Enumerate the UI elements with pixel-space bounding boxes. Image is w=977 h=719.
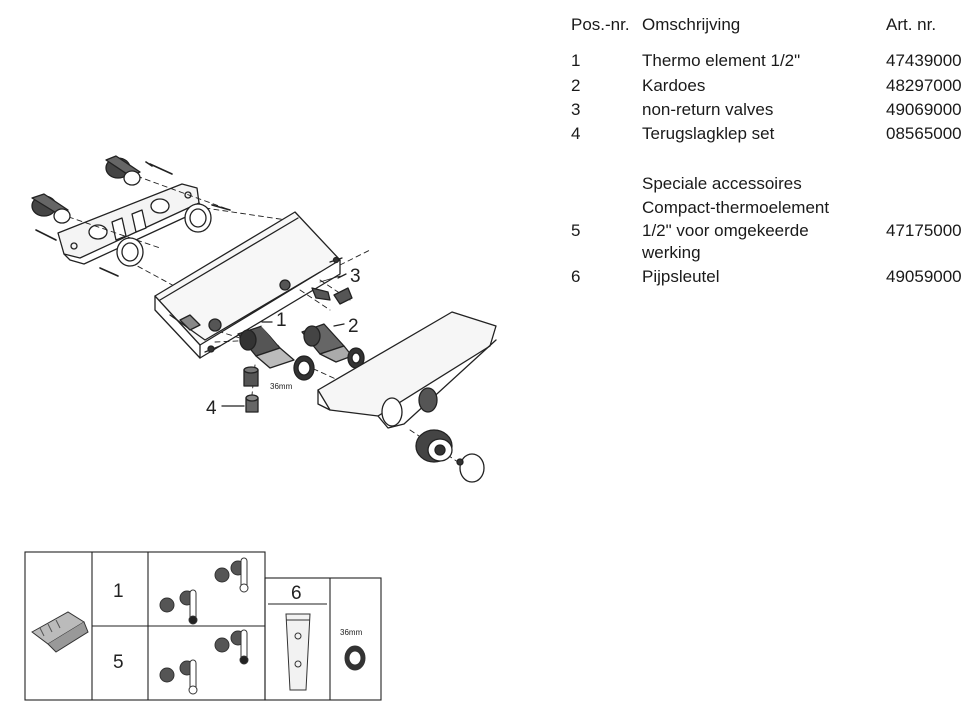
pipe-wrench-illustration	[285, 613, 311, 691]
mount-screw	[204, 345, 221, 353]
thermo-element-illustration	[31, 611, 89, 653]
rosette-lower	[116, 237, 144, 267]
grid-icons	[31, 557, 366, 695]
row-4-desc: Terugslagklep set	[642, 124, 775, 143]
thermo-element	[237, 325, 295, 369]
thermostat-body	[154, 211, 341, 359]
valve-pair-2a	[159, 659, 198, 695]
leader-3	[337, 273, 347, 279]
accessories-heading: Speciale accessoires	[642, 174, 802, 193]
acc-6-desc: Pijpsleutel	[642, 267, 720, 286]
callout-4: 4	[206, 398, 217, 419]
grid-cell-5: 5	[113, 652, 124, 673]
acc-5-art: 47175000	[886, 221, 962, 240]
acc-6-pos: 6	[571, 267, 581, 286]
ring-right	[347, 347, 365, 369]
valve-pair-1a	[159, 589, 198, 625]
callout-1: 1	[276, 310, 287, 331]
acc-5-pos: 5	[571, 221, 581, 240]
row-3-pos: 3	[571, 100, 581, 119]
check-valve-set	[243, 366, 259, 413]
row-1-art: 47439000	[886, 51, 962, 70]
row-1-pos: 1	[571, 51, 581, 70]
row-4-pos: 4	[571, 124, 581, 143]
acc-5-desc-line-3: werking	[642, 243, 701, 262]
grid-cell-6: 6	[291, 583, 302, 604]
cartridge	[301, 323, 353, 363]
callout-3: 3	[350, 266, 361, 287]
row-2-pos: 2	[571, 76, 581, 95]
eccentric-connector-top	[105, 155, 141, 186]
acc-5-desc-line-2: 1/2" voor omgekeerde	[642, 221, 809, 240]
nut-36mm	[293, 355, 315, 381]
row-4-art: 08565000	[886, 124, 962, 143]
leader-2	[333, 323, 345, 327]
valve-pair-2b	[214, 629, 249, 665]
row-2-desc: Kardoes	[642, 76, 706, 95]
acc-5-desc-line-1: Compact-thermoelement	[642, 198, 830, 217]
parts-table: Pos.-nr. Omschrijving Art. nr. 1 Thermo …	[0, 0, 977, 300]
wrench-size-label: 36mm	[270, 382, 293, 391]
grid-cell-1: 1	[113, 581, 124, 602]
shelf-cover	[317, 311, 497, 429]
rosette-upper	[184, 203, 212, 233]
acc-6-art: 49059000	[886, 267, 962, 286]
end-cap	[456, 453, 485, 483]
header-pos: Pos.-nr.	[571, 15, 630, 34]
screws	[35, 161, 231, 277]
non-return-valves	[311, 275, 353, 305]
grid-wrench-size-label: 36mm	[340, 628, 363, 637]
callout-2: 2	[348, 316, 359, 337]
legend-grid	[24, 551, 382, 701]
temperature-knob	[415, 387, 453, 463]
row-1-desc: Thermo element 1/2"	[642, 51, 801, 70]
row-3-art: 49069000	[886, 100, 962, 119]
eccentric-connector-left	[31, 193, 71, 224]
bolt-top	[329, 256, 343, 264]
valve-pair-1b	[214, 557, 249, 593]
header-desc: Omschrijving	[642, 15, 741, 34]
row-3-desc: non-return valves	[642, 100, 774, 119]
ring-36mm-illustration	[344, 645, 366, 671]
row-2-art: 48297000	[886, 76, 962, 95]
header-art: Art. nr.	[886, 15, 937, 34]
mounting-plate	[57, 183, 204, 265]
